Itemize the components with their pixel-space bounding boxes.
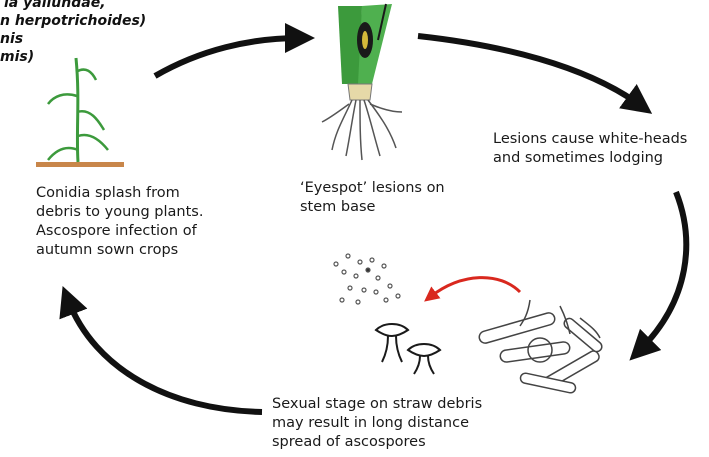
lesion-center (362, 31, 368, 49)
cycle-arrow-debris-to-plant (68, 300, 262, 412)
stem-base (348, 84, 372, 100)
apothecia-icon (376, 324, 440, 374)
plant-leaf-1 (48, 148, 78, 160)
white-heads-label: Lesions cause white-heads and sometimes … (493, 130, 709, 168)
spore-release-arrow (430, 278, 520, 297)
plant-leaf-2 (78, 135, 108, 150)
plant-leaf-5 (76, 70, 96, 80)
cycle-arrow-lesions-to-debris (640, 192, 686, 350)
plant-stem (76, 58, 78, 162)
plant-leaf-3 (77, 111, 104, 130)
roots (322, 100, 402, 160)
straw-debris-icon (478, 300, 604, 394)
ascospores-icon (334, 254, 400, 304)
cycle-arrow-stem-to-lesions (418, 36, 640, 105)
conidia-splash-label: Conidia splash from debris to young plan… (36, 184, 266, 260)
plant-leaf-4 (48, 94, 77, 104)
young-plant-icon (36, 58, 124, 167)
soil-strip (36, 162, 124, 167)
stem-base-icon (322, 4, 402, 160)
eyespot-lesions-label: ‘Eyespot’ lesions on stem base (300, 179, 490, 217)
sexual-stage-label: Sexual stage on straw debris may result … (272, 395, 532, 452)
cycle-arrow-plant-to-stem (155, 38, 300, 76)
